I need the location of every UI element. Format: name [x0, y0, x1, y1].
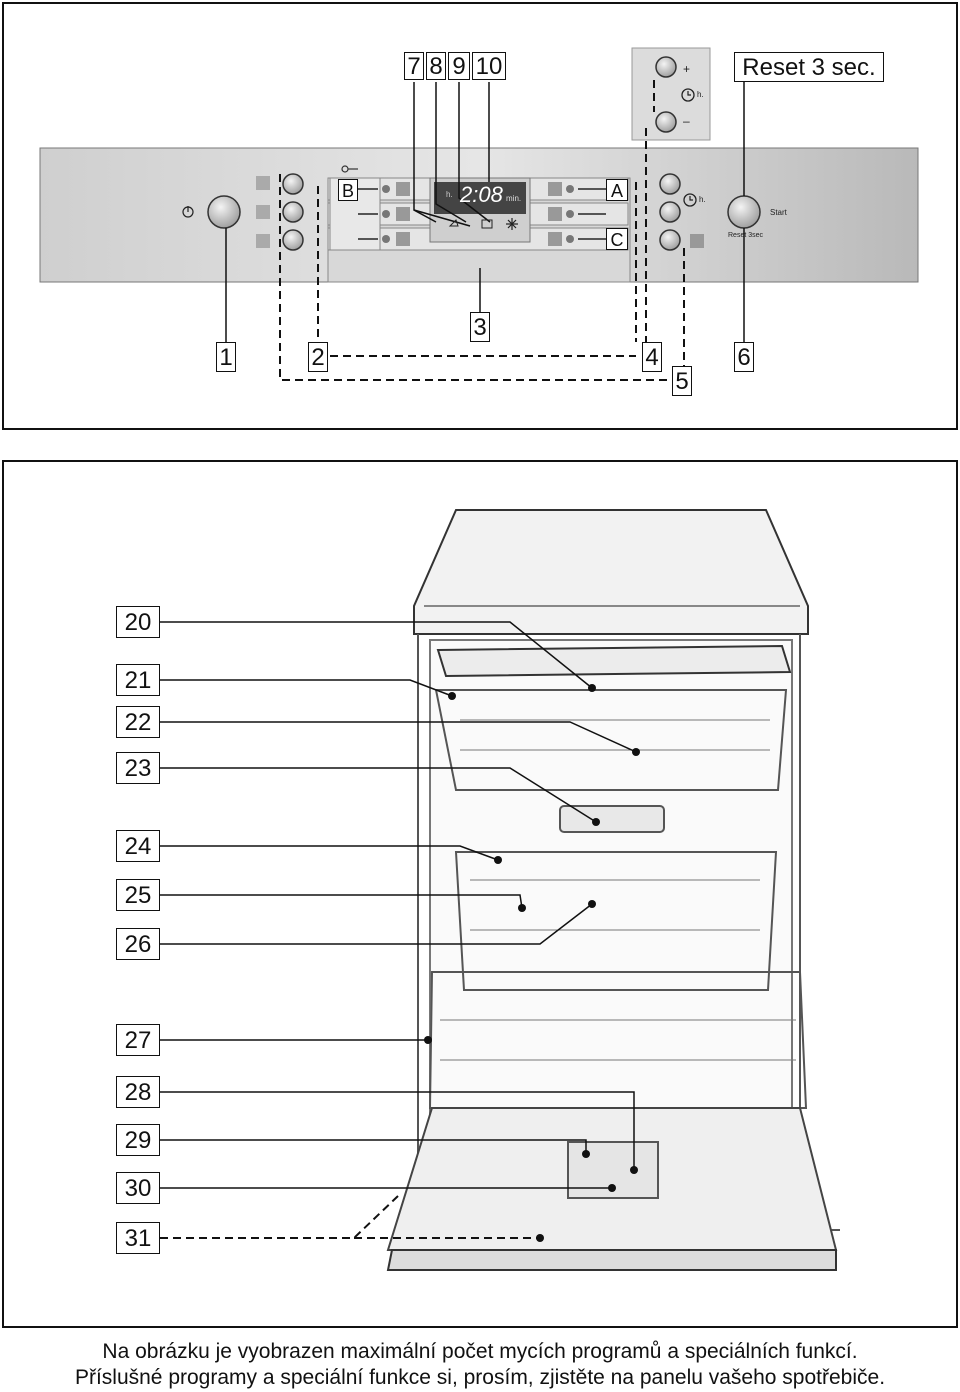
program-button-2[interactable] — [282, 201, 304, 223]
callout-1: 1 — [216, 342, 236, 372]
extra-button[interactable] — [659, 229, 681, 251]
callout-3: 3 — [470, 312, 490, 342]
indicator-square — [256, 234, 270, 248]
led — [566, 210, 574, 218]
led — [382, 210, 390, 218]
callout-22: 22 — [116, 706, 160, 738]
start-label: Start — [770, 208, 787, 217]
callout-31: 31 — [116, 1222, 160, 1254]
led — [382, 235, 390, 243]
caption-line-2: Příslušné programy a speciální funkce si… — [74, 1366, 886, 1389]
clock-icon — [683, 193, 697, 207]
timer-minus-button[interactable] — [655, 111, 677, 133]
timer-inset-h: h. — [697, 90, 704, 99]
callout-29: 29 — [116, 1124, 160, 1156]
clock-icon — [681, 88, 695, 102]
led — [566, 185, 574, 193]
led — [382, 185, 390, 193]
callout-5: 5 — [672, 366, 692, 396]
led — [566, 235, 574, 243]
timer-button-down[interactable] — [659, 201, 681, 223]
callout-2: 2 — [308, 342, 328, 372]
caption-line-1: Na obrázku je vyobrazen maximální počet … — [102, 1340, 858, 1363]
callout-20: 20 — [116, 606, 160, 638]
start-button[interactable] — [727, 195, 761, 229]
callout-10: 10 — [472, 52, 506, 80]
timer-h-label: h. — [699, 195, 706, 204]
display-min: min. — [506, 194, 522, 203]
callout-9: 9 — [448, 52, 470, 80]
indicator-square — [256, 176, 270, 190]
timer-button-up[interactable] — [659, 173, 681, 195]
program-button-3[interactable] — [282, 229, 304, 251]
reset-small-label: Reset 3sec — [728, 232, 764, 239]
callout-27: 27 — [116, 1024, 160, 1056]
control-panel-drawing — [39, 47, 919, 381]
water-supply-icon — [506, 218, 518, 230]
reset-callout: Reset 3 sec. — [734, 52, 884, 82]
callout-7: 7 — [404, 52, 424, 80]
callout-28: 28 — [116, 1076, 160, 1108]
callout-24: 24 — [116, 830, 160, 862]
timer-minus-label: – — [683, 114, 690, 128]
callout-25: 25 — [116, 879, 160, 911]
timer-plus-button[interactable] — [655, 56, 677, 78]
program-letter-b: B — [338, 179, 358, 201]
callout-21: 21 — [116, 664, 160, 696]
callout-26: 26 — [116, 928, 160, 960]
callout-8: 8 — [426, 52, 446, 80]
display-screen — [434, 182, 526, 214]
callout-23: 23 — [116, 752, 160, 784]
indicator-square — [256, 205, 270, 219]
power-button[interactable] — [207, 195, 241, 229]
display-time: 2:08 — [460, 182, 503, 207]
timer-plus-label: + — [683, 62, 691, 76]
program-button-1[interactable] — [282, 173, 304, 195]
program-letter-a: A — [606, 179, 628, 201]
rinse-aid-icon — [448, 219, 459, 227]
callout-4: 4 — [642, 342, 662, 372]
program-letter-c: C — [606, 228, 628, 250]
callout-30: 30 — [116, 1172, 160, 1204]
display-h: h. — [446, 190, 453, 199]
callout-6: 6 — [734, 342, 754, 372]
salt-icon — [481, 219, 493, 229]
